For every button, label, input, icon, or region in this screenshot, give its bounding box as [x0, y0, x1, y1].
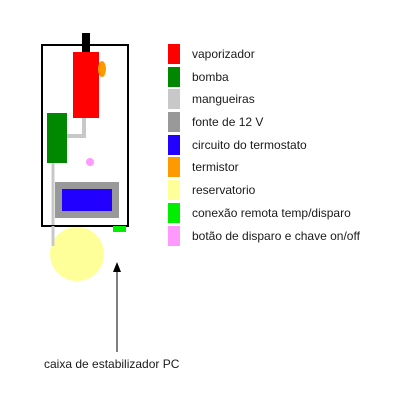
caption-arrow-head	[113, 262, 121, 272]
vaporizer	[73, 52, 99, 118]
legend-label: termistor	[192, 160, 239, 175]
legend-label: conexão remota temp/disparo	[192, 205, 351, 220]
trigger-button	[86, 158, 94, 166]
legend-swatch	[168, 180, 180, 201]
legend-swatch	[168, 134, 180, 155]
legend-label: mangueiras	[192, 92, 255, 107]
legend-swatch	[168, 89, 180, 110]
hose-vaporizer-to-pump	[66, 116, 86, 138]
caption: caixa de estabilizador PC	[44, 357, 180, 371]
legend-label: fonte de 12 V	[192, 115, 264, 130]
remote-connection	[113, 226, 126, 232]
legend-label: circuito do termostato	[192, 137, 307, 152]
vaporizer-nozzle	[82, 33, 90, 54]
legend-swatch	[168, 44, 180, 64]
reservoir	[50, 227, 104, 281]
pump	[47, 113, 67, 163]
legend-swatch	[168, 225, 180, 246]
legend-label: botão de disparo e chave on/off	[192, 228, 360, 243]
thermostat-circuit	[62, 189, 112, 211]
legend-label: bomba	[192, 69, 229, 84]
legend-label: vaporizador	[192, 47, 255, 61]
legend-swatch	[168, 157, 180, 178]
legend-swatch	[168, 202, 180, 223]
legend-swatch	[168, 112, 180, 133]
legend-label: reservatorio	[192, 183, 256, 198]
legend-swatch	[168, 66, 180, 87]
thermistor	[98, 61, 106, 77]
